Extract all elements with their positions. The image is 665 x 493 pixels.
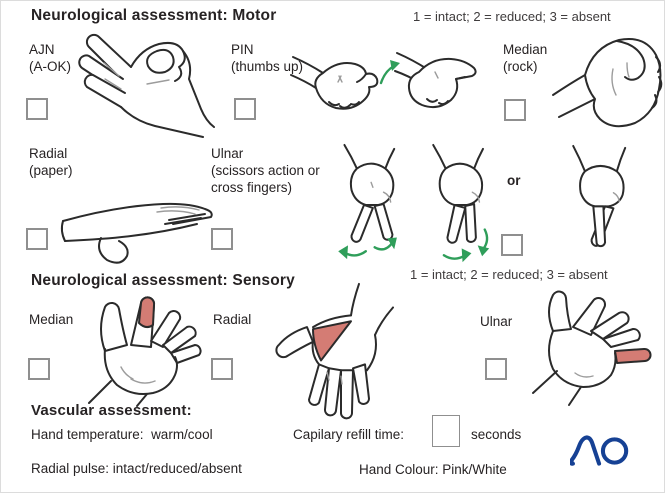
scissor-motion-arrows-icon [338, 237, 397, 260]
ulnar-sensory-label: Ulnar [480, 314, 513, 329]
pin-label: PIN (thumbs up) [231, 41, 303, 75]
radial-pulse-text: Radial pulse: intact/reduced/absent [31, 461, 242, 476]
radial-sensory-label: Radial [213, 312, 252, 327]
rock-fist-illustration [551, 31, 665, 141]
pin-checkbox[interactable] [234, 98, 256, 120]
ulnar-motor-checkbox[interactable] [211, 228, 233, 250]
sensory-grading-legend: 1 = intact; 2 = reduced; 3 = absent [410, 267, 608, 282]
median-motor-label: Median (rock) [503, 41, 547, 75]
scissors-hand-1-illustration [338, 143, 397, 260]
thumbs-up-hands-illustration [289, 43, 494, 143]
ulnar-motor-label-main: Ulnar [211, 146, 244, 161]
median-motor-label-sub: (rock) [503, 59, 538, 74]
ulnar-motor-label-sub: (scissors action or cross fingers) [211, 163, 320, 195]
pin-label-main: PIN [231, 42, 254, 57]
median-motor-label-main: Median [503, 42, 548, 57]
pin-label-sub: (thumbs up) [231, 59, 304, 74]
thumb-motion-arrow-icon [381, 60, 400, 83]
crossed-fingers-hand-illustration [543, 144, 647, 259]
radial-motor-label-sub: (paper) [29, 163, 73, 178]
vascular-section-title: Vascular assessment: [31, 402, 192, 419]
radial-motor-label: Radial (paper) [29, 145, 73, 179]
ao-logo [570, 435, 629, 466]
ajn-label-main: AJN [29, 42, 55, 57]
capillary-refill-unit: seconds [471, 427, 522, 442]
or-label: or [507, 173, 521, 188]
ulnar-sensory-hand-illustration [517, 285, 665, 407]
scissors-hand-2-illustration [403, 143, 490, 263]
radial-sensory-checkbox[interactable] [211, 358, 233, 380]
hand-colour-text: Hand Colour: Pink/White [359, 462, 507, 477]
motor-grading-legend: 1 = intact; 2 = reduced; 3 = absent [413, 9, 611, 24]
radial-motor-label-main: Radial [29, 146, 68, 161]
ajn-label: AJN (A-OK) [29, 41, 71, 75]
paper-hand-illustration [57, 183, 217, 273]
ajn-checkbox[interactable] [26, 98, 48, 120]
scissor-motion-arrows-icon [444, 230, 490, 263]
median-sensory-checkbox[interactable] [28, 358, 50, 380]
capillary-refill-input[interactable] [432, 415, 460, 447]
ulnar-motor-label: Ulnar (scissors action or cross fingers) [211, 145, 327, 196]
median-motor-checkbox[interactable] [504, 99, 526, 121]
sensory-section-title: Neurological assessment: Sensory [31, 272, 295, 289]
median-sensory-label: Median [29, 312, 74, 327]
median-sensory-hand-illustration [75, 287, 215, 407]
ajn-label-sub: (A-OK) [29, 59, 71, 74]
radial-sensory-hand-illustration [261, 282, 399, 434]
capillary-refill-label: Capilary refill time: [293, 427, 405, 442]
ulnar-motor-alt-checkbox[interactable] [501, 234, 523, 256]
hand-temperature-text: Hand temperature: warm/cool [31, 427, 213, 442]
ulnar-sensory-checkbox[interactable] [485, 358, 507, 380]
motor-section-title: Neurological assessment: Motor [31, 7, 277, 24]
a-ok-hand-illustration [77, 29, 217, 139]
radial-motor-checkbox[interactable] [26, 228, 48, 250]
